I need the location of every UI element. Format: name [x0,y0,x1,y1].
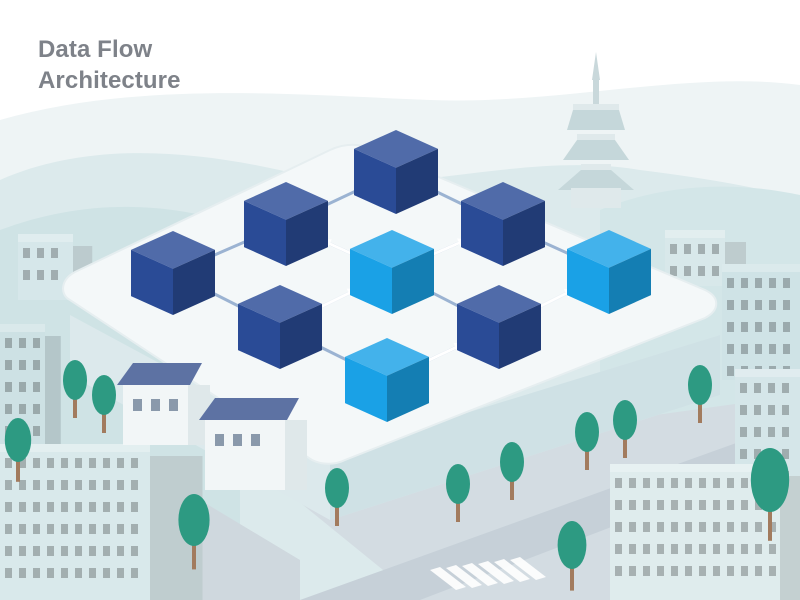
tree-icon [557,521,587,591]
cube-node-icon [461,182,545,266]
building-icon [0,444,203,600]
diagram-title: Data Flow Architecture [38,34,181,96]
tree-icon [613,400,637,458]
cube-node-icon [131,231,215,315]
tree-icon [92,375,116,433]
connector-line [208,238,251,259]
tree-icon [63,360,87,418]
building-icon [117,363,210,445]
cube-node-icon [238,285,322,369]
title-line-2: Architecture [38,67,181,94]
crosswalk [430,557,546,590]
building-icon [610,464,800,600]
tree-icon [178,494,210,570]
cube-node-icon [345,338,429,422]
tree-icon [4,418,32,482]
flow-arrow-icon [533,288,576,311]
tree-icon [575,412,599,470]
title-line-1: Data Flow [38,36,153,63]
tree-icon [446,464,470,522]
flow-arrow-icon [421,342,465,365]
cube-node-icon [354,130,438,214]
cube-node-icon [567,230,651,314]
tree-icon [688,365,712,423]
tree-icon [750,448,790,541]
flow-arrow-icon [314,288,358,311]
cube-node-icon [244,182,328,266]
node-layer [131,130,651,422]
tree-icon [325,468,349,526]
cube-node-icon [350,230,434,314]
pagoda-icon [558,52,634,208]
flow-arrow-icon [427,238,469,258]
building-icon [199,398,307,490]
tree-icon [500,442,524,500]
connector-line [320,187,362,209]
building-icon [722,264,800,380]
cube-node-icon [457,285,541,369]
